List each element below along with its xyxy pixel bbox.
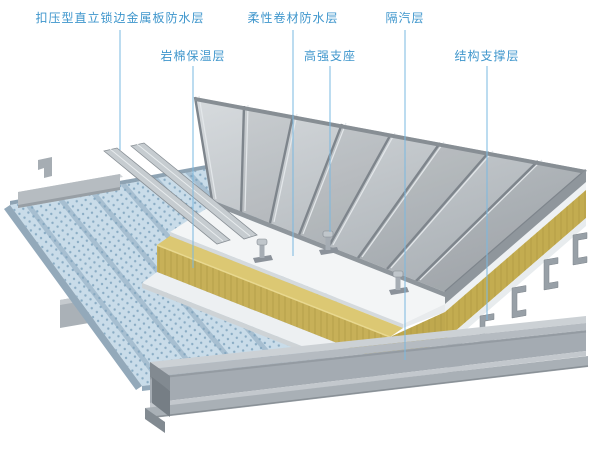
label-support-pedestal: 高强支座 [303, 49, 357, 63]
support-pedestal [389, 270, 409, 295]
support-pedestals [253, 230, 409, 295]
panel-seams [193, 96, 587, 293]
steel-beam [144, 316, 589, 433]
label-standing-seam-panel: 扣压型直立锁边金属板防水层 [35, 11, 205, 25]
label-flexible-membrane: 柔性卷材防水层 [247, 11, 339, 25]
support-pedestal [319, 230, 339, 255]
label-rock-wool-insulation: 岩棉保温层 [160, 49, 226, 63]
label-structural-support: 结构支撑层 [454, 49, 520, 63]
panel-seam-highlights [198, 95, 543, 281]
support-pedestal [253, 238, 273, 263]
panel-clip-rail [18, 174, 123, 208]
label-vapor-barrier: 隔汽层 [385, 11, 425, 25]
leader-lines [119, 30, 488, 360]
panel-clip-bracket [38, 157, 52, 178]
